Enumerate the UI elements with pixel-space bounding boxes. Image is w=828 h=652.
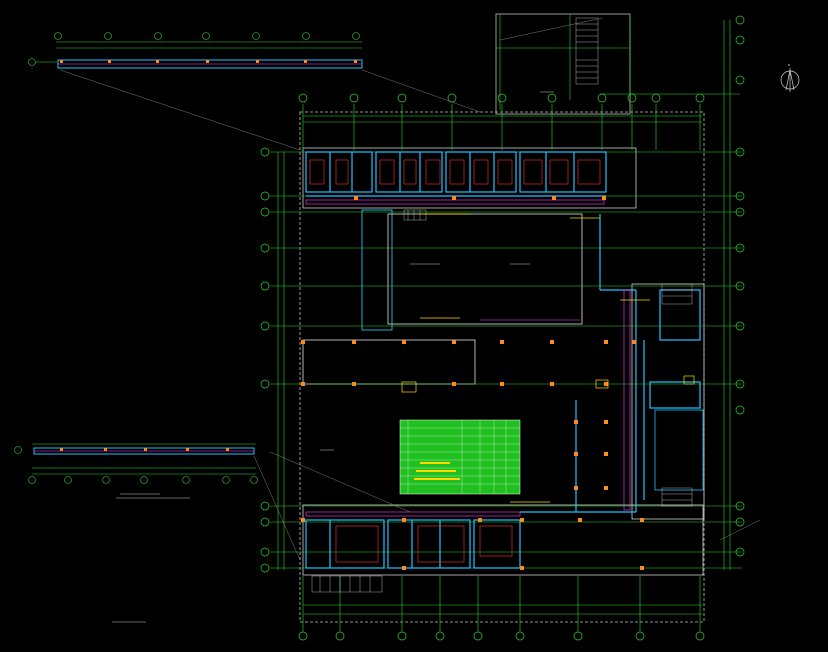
elevation-strip-top bbox=[28, 32, 363, 69]
equipment bbox=[309, 159, 601, 563]
legend-table bbox=[399, 419, 521, 495]
corridor-hatch bbox=[305, 199, 631, 517]
axis-grid bbox=[270, 14, 742, 632]
columns bbox=[301, 196, 644, 570]
north-arrow-icon bbox=[780, 68, 800, 92]
north-label: N bbox=[788, 63, 790, 67]
leader-lines bbox=[59, 17, 761, 561]
walls bbox=[305, 151, 701, 569]
elevation-strip-left bbox=[14, 443, 258, 484]
hall-markings bbox=[112, 91, 554, 623]
axis-bubbles bbox=[260, 15, 745, 641]
room-markers bbox=[401, 375, 695, 393]
stairs bbox=[311, 17, 693, 593]
cable-labels bbox=[420, 213, 650, 503]
